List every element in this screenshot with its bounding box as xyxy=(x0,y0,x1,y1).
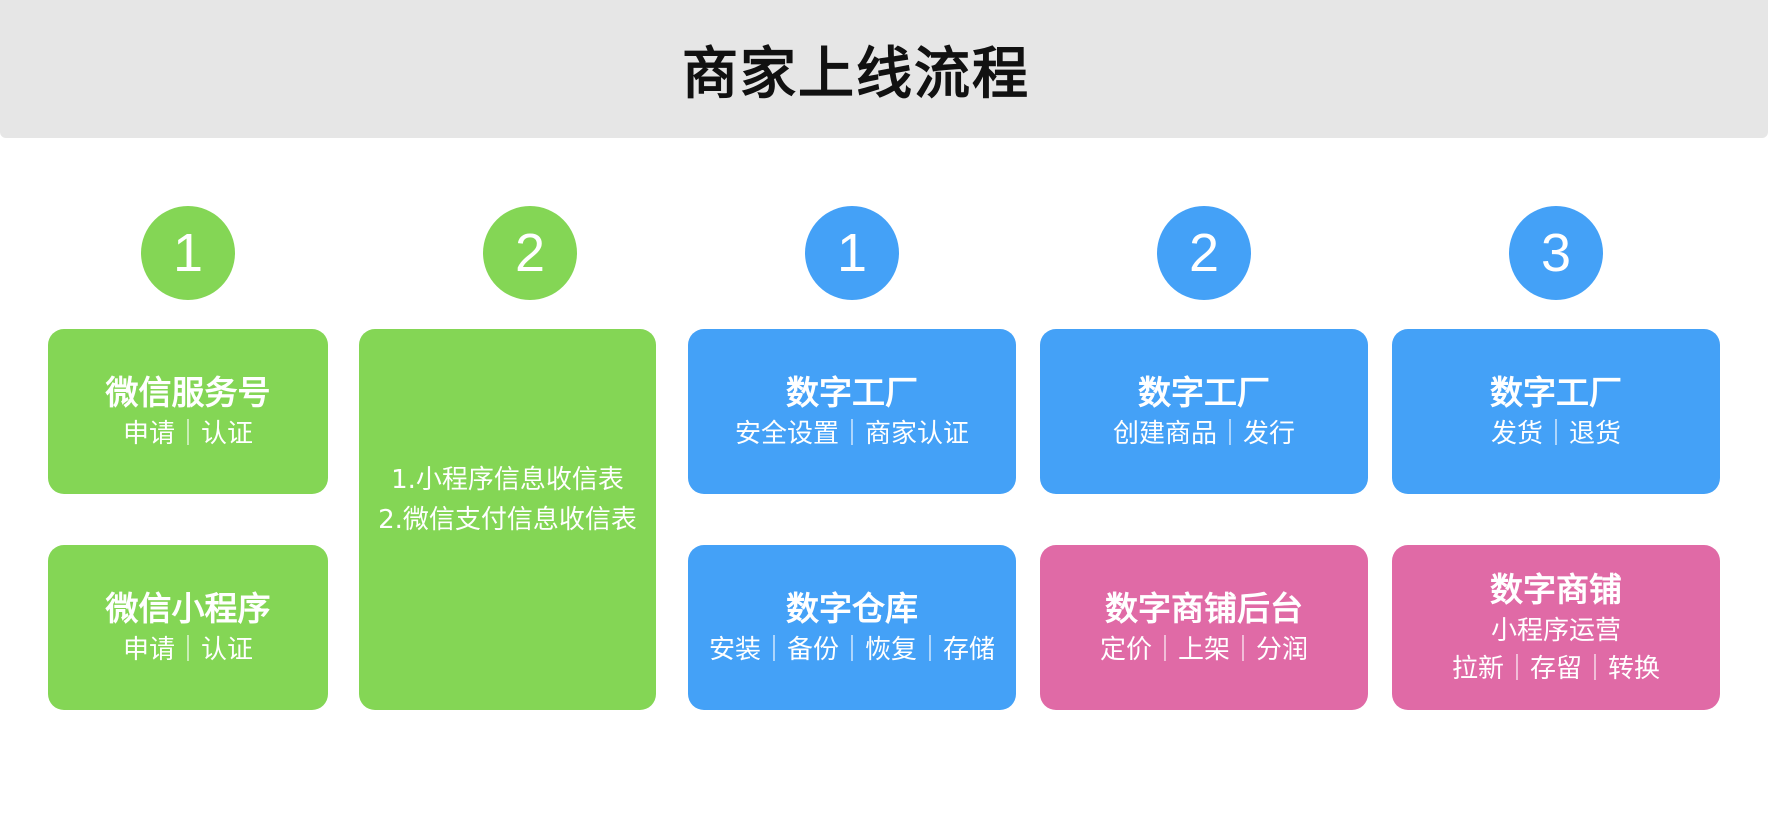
card-title: 数字商铺后台 xyxy=(1105,588,1303,628)
step-circle-green-2: 2 xyxy=(483,206,577,300)
card-title: 数字工厂 xyxy=(1490,372,1622,412)
card-title: 微信服务号 xyxy=(105,372,271,412)
card-title: 数字仓库 xyxy=(786,588,918,628)
step-circle-blue-2: 2 xyxy=(1157,206,1251,300)
card-digital-factory-shipping: 数字工厂 发货｜退货 xyxy=(1392,329,1720,494)
card-title: 数字工厂 xyxy=(1138,372,1270,412)
card-subtitle: 安全设置｜商家认证 xyxy=(734,418,969,449)
card-digital-factory-security: 数字工厂 安全设置｜商家认证 xyxy=(688,329,1016,494)
card-subtitle: 小程序运营 xyxy=(1490,615,1621,646)
card-title: 数字工厂 xyxy=(786,372,918,412)
step-circle-blue-1: 1 xyxy=(805,206,899,300)
card-subtitle: 发货｜退货 xyxy=(1490,418,1621,449)
card-digital-factory-products: 数字工厂 创建商品｜发行 xyxy=(1040,329,1368,494)
card-wechat-service-account: 微信服务号 申请｜认证 xyxy=(48,329,328,494)
card-digital-warehouse: 数字仓库 安装｜备份｜恢复｜存储 xyxy=(688,545,1016,710)
card-subtitle-2: 拉新｜存留｜转换 xyxy=(1451,653,1660,684)
header-bar: 商家上线流程 xyxy=(0,0,1768,138)
step-circle-green-1: 1 xyxy=(141,206,235,300)
card-subtitle: 定价｜上架｜分润 xyxy=(1099,634,1308,665)
page-title: 商家上线流程 xyxy=(682,41,1030,107)
card-wechat-mini-program: 微信小程序 申请｜认证 xyxy=(48,545,328,710)
card-digital-store-backend: 数字商铺后台 定价｜上架｜分润 xyxy=(1040,545,1368,710)
card-subtitle: 申请｜认证 xyxy=(122,634,253,665)
card-subtitle: 申请｜认证 xyxy=(122,418,253,449)
card-title: 微信小程序 xyxy=(105,588,271,628)
card-digital-store: 数字商铺 小程序运营 拉新｜存留｜转换 xyxy=(1392,545,1720,710)
card-subtitle: 创建商品｜发行 xyxy=(1112,418,1295,449)
card-info-forms: 1.小程序信息收信表 2.微信支付信息收信表 xyxy=(359,329,656,710)
info-form-item-1: 1.小程序信息收信表 xyxy=(391,464,624,495)
info-form-item-2: 2.微信支付信息收信表 xyxy=(378,504,637,535)
card-title: 数字商铺 xyxy=(1490,569,1622,609)
step-circle-blue-3: 3 xyxy=(1509,206,1603,300)
card-subtitle: 安装｜备份｜恢复｜存储 xyxy=(708,634,995,665)
